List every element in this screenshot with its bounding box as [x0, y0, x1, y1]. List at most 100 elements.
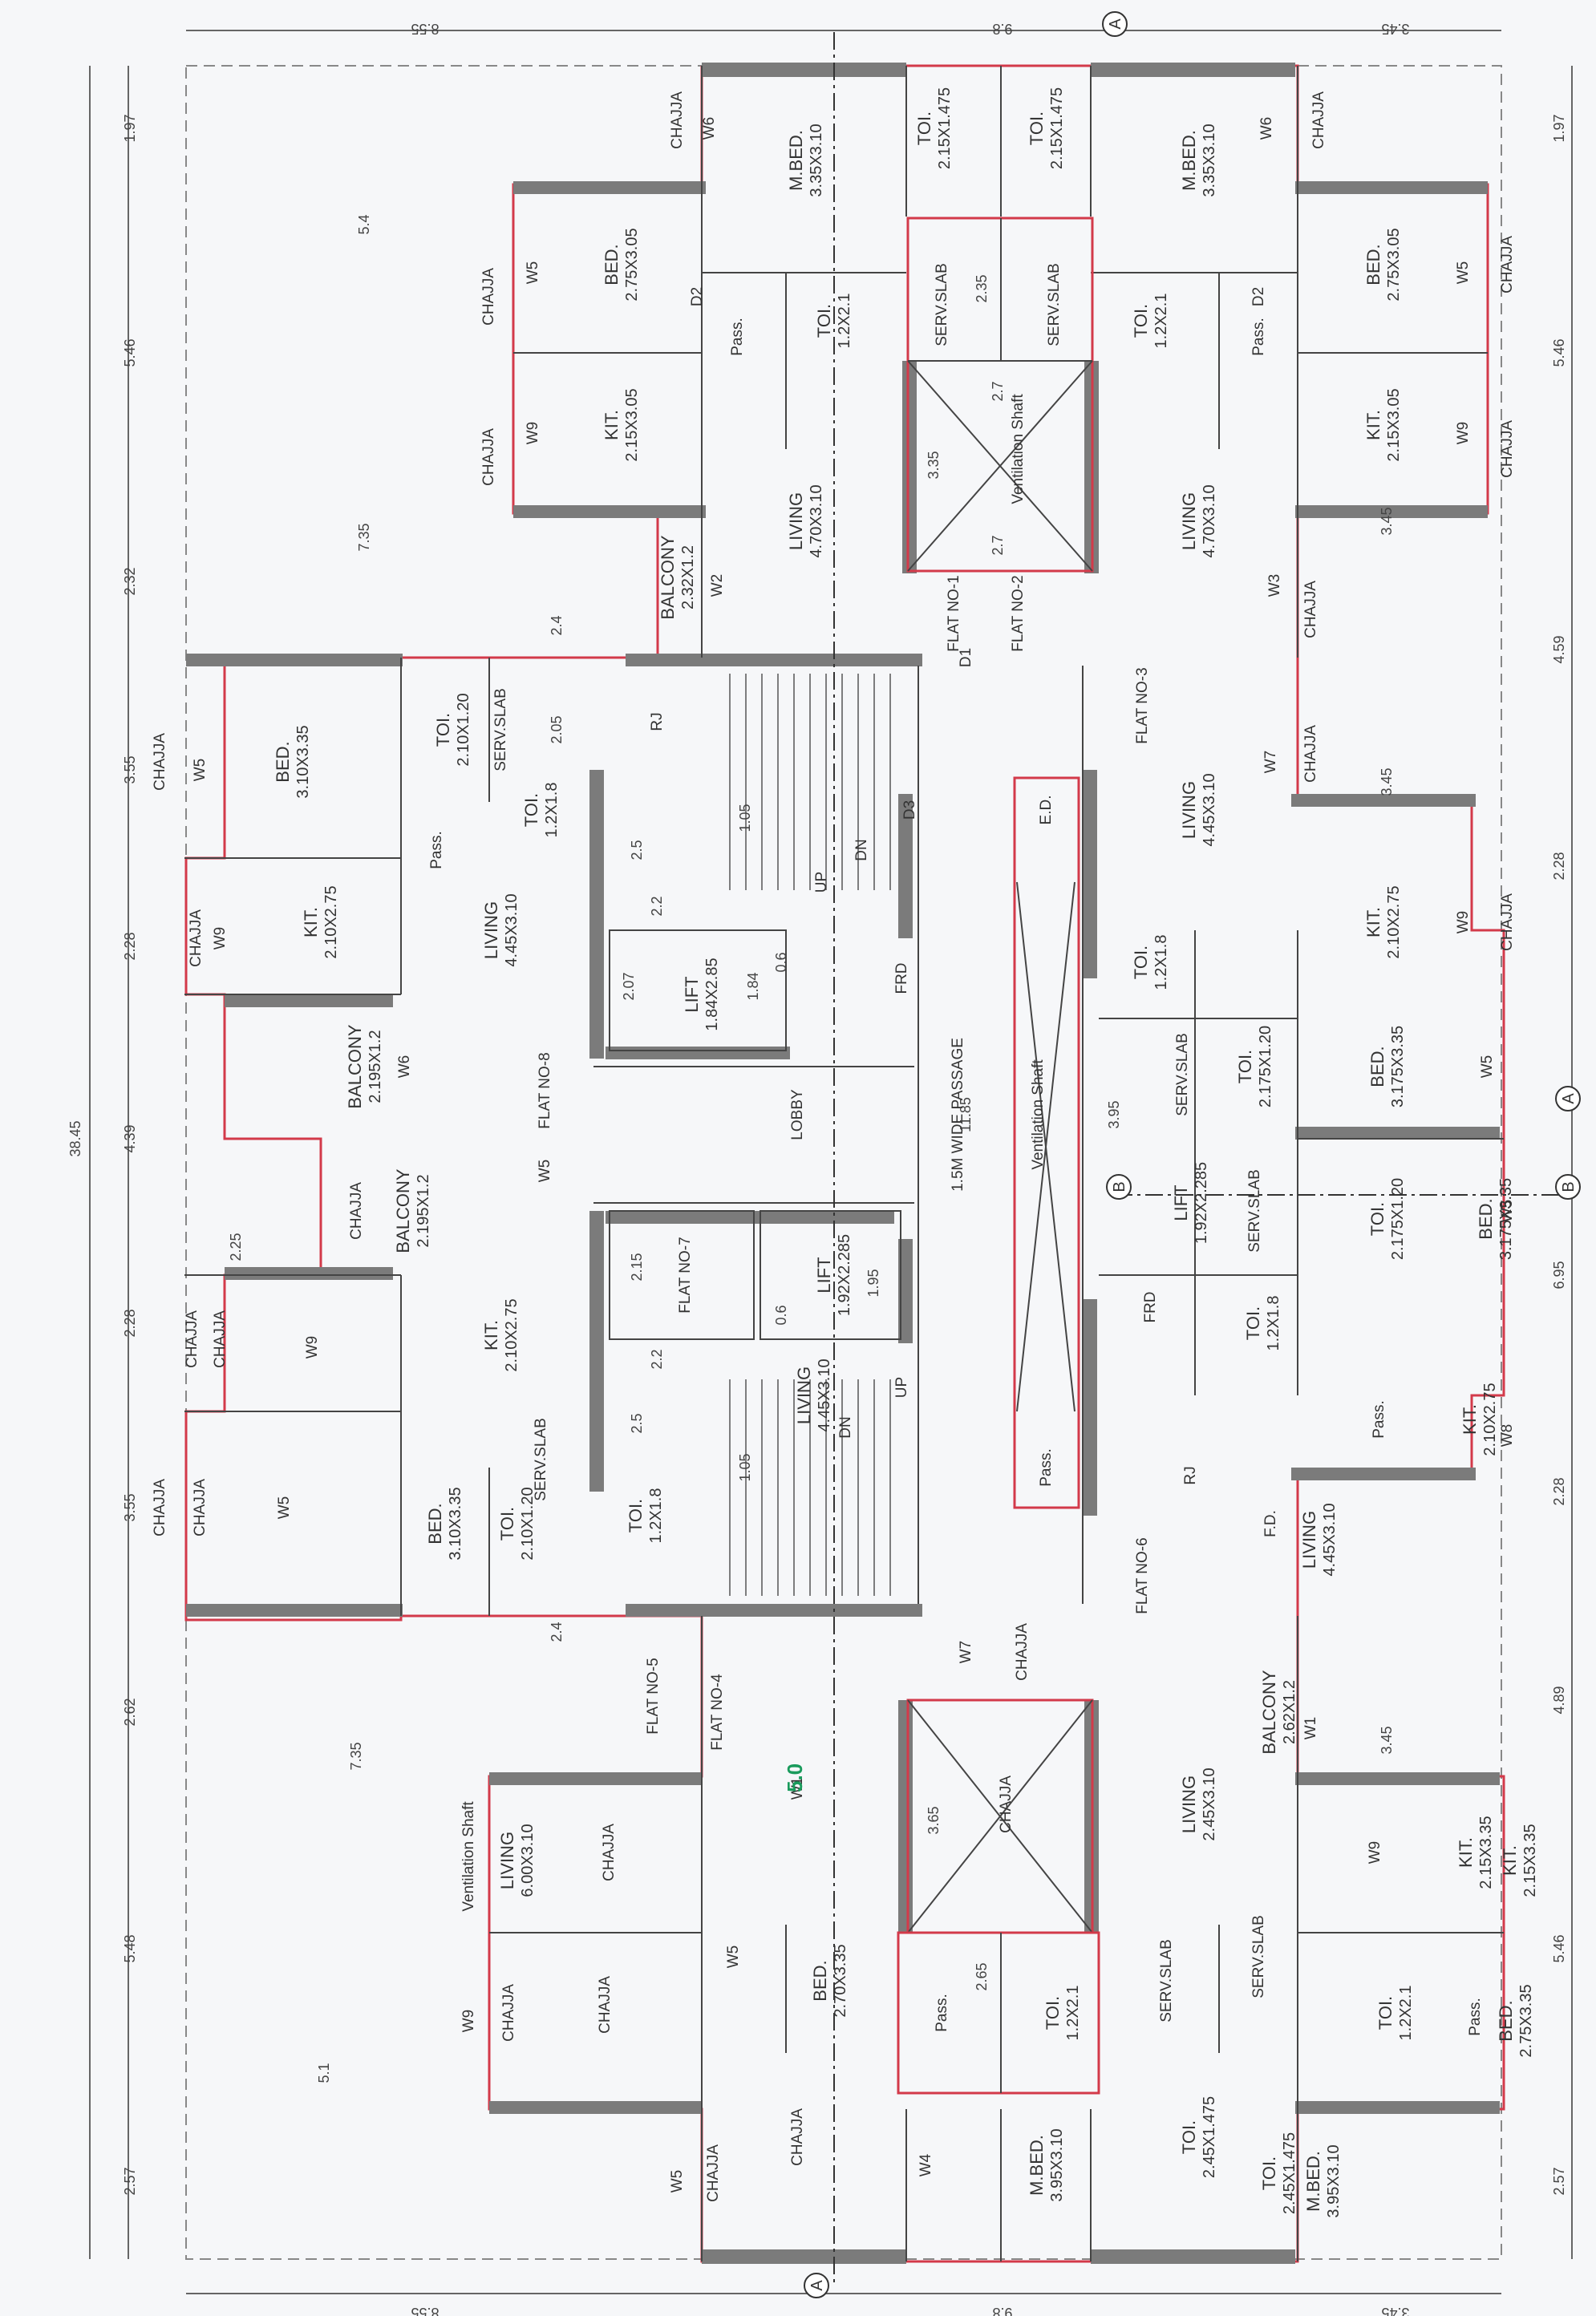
room-name: W4	[917, 2153, 934, 2176]
left-dimension: 2.28	[122, 1309, 138, 1337]
room-label: KIT.2.10X2.75	[1460, 1383, 1499, 1456]
room-name: LIVING	[1179, 781, 1199, 839]
room-size: 2.10X2.75	[503, 1298, 521, 1371]
room-name: FLAT NO-7	[677, 1237, 694, 1313]
room-label: CHAJJA	[669, 91, 686, 149]
room-name: DN	[853, 839, 870, 860]
room-label: CHAJJA	[1499, 893, 1516, 951]
room-name: FLAT NO-3	[1134, 667, 1151, 743]
inner-dimension: 1.95	[865, 1269, 881, 1297]
room-name: RJ	[649, 712, 666, 731]
room-name: TOI.	[1131, 945, 1151, 979]
room-name: FLAT NO-2	[1010, 575, 1027, 651]
room-label: SERV.SLAB	[492, 688, 509, 771]
room-label: CHAJJA	[1499, 236, 1516, 294]
room-label: BED.3.175X3.35	[1367, 1026, 1407, 1107]
right-dimension: 2.57	[1551, 2167, 1567, 2195]
inner-dimension: 3.45	[1379, 1726, 1395, 1754]
room-label: KIT.2.10X2.75	[481, 1298, 521, 1371]
svg-text:A: A	[1107, 18, 1124, 30]
room-label: F.D.	[1262, 1510, 1279, 1537]
inner-dimension: 1.05	[737, 1453, 753, 1481]
room-label: W5	[537, 1160, 553, 1183]
left-dimension: 3.55	[122, 1493, 138, 1521]
room-name: W4	[0, 0, 4, 11]
room-name: Pass.	[1371, 1400, 1387, 1439]
inner-dimension: 3.45	[1379, 507, 1395, 535]
handwritten-note: 5.0	[783, 1763, 807, 1792]
room-size: 2.10X1.20	[455, 693, 472, 766]
room-name: CHAJJA	[480, 428, 497, 486]
room-label: Pass.	[428, 831, 445, 869]
room-label: W9	[212, 927, 229, 950]
room-size: 4.70X3.10	[1201, 484, 1218, 557]
room-label: W9	[460, 2010, 477, 2033]
room-label: CHAJJA	[152, 733, 168, 791]
room-name: D1	[958, 648, 974, 667]
room-size: 4.45X3.10	[503, 893, 521, 966]
room-label: CHAJJA	[705, 2144, 722, 2202]
room-label: W6	[1258, 117, 1275, 140]
room-name: CHAJJA	[192, 1479, 209, 1537]
room-label: FLAT NO-5	[645, 1658, 662, 1734]
room-label: Ventilation Shaft	[1010, 394, 1027, 504]
room-name: SERV.SLAB	[1174, 1033, 1191, 1116]
room-size: 3.175X3.35	[1497, 1178, 1515, 1260]
room-name: D2	[689, 287, 706, 306]
room-label: M.BED.3.35X3.10	[1179, 123, 1218, 196]
room-label: Pass.	[1371, 1400, 1387, 1439]
room-label: W5	[525, 261, 541, 285]
room-name: BALCONY	[345, 1024, 365, 1108]
room-size: 1.92X2.285	[836, 1234, 853, 1316]
room-label: FLAT NO-8	[537, 1052, 553, 1128]
inner-dimension: 5.1	[316, 2063, 332, 2083]
right-dimension: 6.95	[1551, 1261, 1567, 1289]
room-name: FRD	[1142, 1291, 1159, 1322]
room-name: W9	[1367, 1841, 1383, 1865]
room-size: 2.15X1.475	[1048, 87, 1066, 169]
section-mark: A	[1555, 1086, 1581, 1111]
room-name: BED.	[1367, 1046, 1387, 1087]
room-label: W1	[1302, 1717, 1319, 1740]
room-size: 6.00X3.10	[519, 1824, 537, 1897]
room-name: LIFT	[1171, 1184, 1191, 1221]
room-name: KIT.	[1456, 1837, 1476, 1868]
room-label: FLAT NO-1	[946, 575, 962, 651]
room-name: W7	[958, 1641, 974, 1664]
room-size: 2.10X2.75	[1481, 1383, 1499, 1456]
room-name: Pass.	[1467, 1998, 1484, 2036]
room-name: W9	[1455, 422, 1472, 445]
inner-dimension: 2.07	[621, 972, 637, 1000]
room-name: Ventilation Shaft	[1010, 394, 1027, 504]
room-name: KIT.	[1363, 410, 1383, 440]
room-name: SERV.SLAB	[1046, 263, 1063, 346]
room-label: RJ	[1182, 1466, 1199, 1484]
room-size: 2.195X1.2	[367, 1030, 384, 1103]
staircases	[729, 674, 891, 1596]
room-label: Pass.	[934, 1994, 950, 2032]
room-size: 2.175X1.20	[1389, 1178, 1407, 1260]
room-label: W9	[1367, 1841, 1383, 1865]
room-label: W4	[917, 2153, 934, 2176]
room-label: TOI.2.10X1.20	[497, 1487, 537, 1560]
room-label: CHAJJA	[998, 1775, 1015, 1833]
room-label: Pass.	[1038, 1448, 1055, 1487]
room-label: W9	[1455, 911, 1472, 934]
room-name: LIVING	[1299, 1511, 1319, 1569]
room-name: SERV.SLAB	[492, 688, 509, 771]
section-lines	[833, 32, 1572, 2286]
room-size: 3.35X3.10	[1201, 123, 1218, 196]
room-name: TOI.	[1235, 1050, 1255, 1083]
room-label: W5	[669, 2170, 686, 2193]
room-name: CHAJJA	[152, 733, 168, 791]
room-label: W5	[725, 1946, 742, 1969]
room-size: 3.95X3.10	[1325, 2144, 1343, 2217]
room-size: 3.35X3.10	[808, 123, 825, 196]
room-label: W5	[1499, 1200, 1516, 1223]
room-name: BED.	[602, 244, 622, 285]
room-label: CHAJJA	[480, 428, 497, 486]
room-name: KIT.	[301, 907, 321, 937]
inner-dimension: 7.35	[348, 1742, 364, 1770]
